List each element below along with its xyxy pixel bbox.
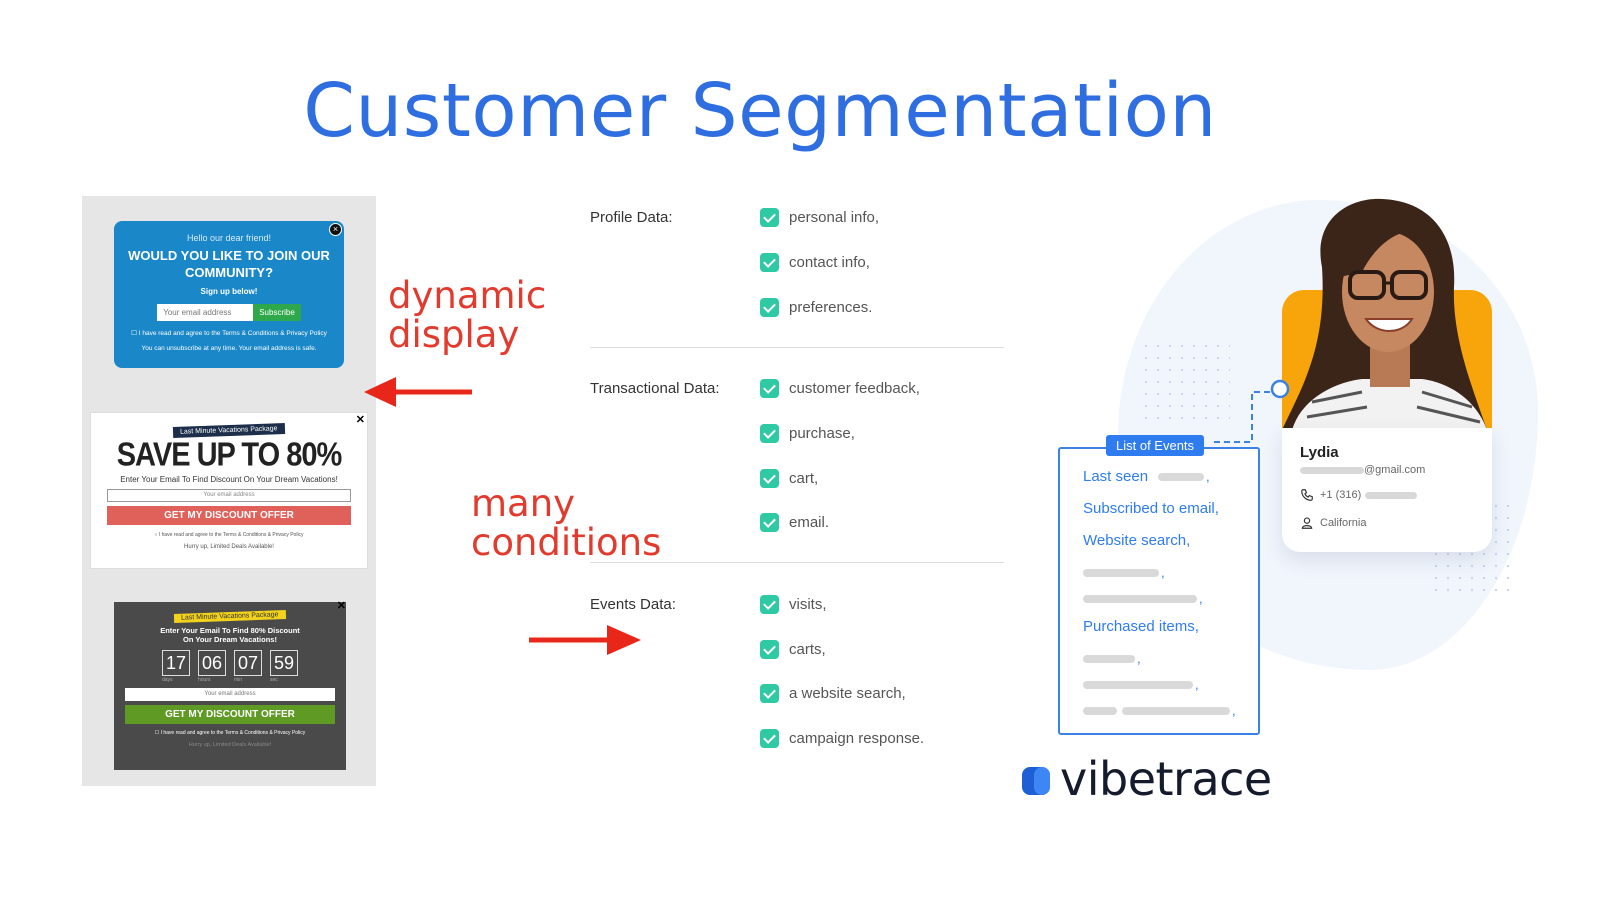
popup-subline: Enter Your Email To Find 80% Discount On… (160, 626, 300, 644)
check-item: purchase, (760, 424, 855, 443)
close-icon[interactable]: × (329, 223, 342, 236)
discount-button[interactable]: GET MY DISCOUNT OFFER (107, 506, 351, 525)
popup-examples-panel: × Hello our dear friend! WOULD YOU LIKE … (82, 196, 376, 786)
unsubscribe-note: You can unsubscribe at any time. Your em… (141, 345, 317, 352)
arrow-left-icon (364, 377, 472, 407)
check-icon (760, 208, 779, 227)
divider (590, 347, 1004, 348)
profile-location: California (1300, 516, 1366, 530)
check-item: contact info, (760, 253, 870, 272)
agree-checkbox-label[interactable]: ○ I have read and agree to the Terms & C… (154, 532, 304, 538)
check-item: customer feedback, (760, 379, 920, 398)
popup-headline: SAVE UP TO 80% (116, 436, 343, 474)
subscribe-button[interactable]: Subscribe (253, 304, 301, 321)
check-item: cart, (760, 469, 818, 488)
arrow-right-icon (529, 625, 641, 655)
timer-sec: 59 (270, 650, 298, 676)
email-field[interactable]: Your email address (157, 304, 254, 321)
profile-phone: +1 (316) (1300, 488, 1418, 502)
discount-button[interactable]: GET MY DISCOUNT OFFER (125, 705, 335, 724)
check-icon (760, 424, 779, 443)
close-icon[interactable]: ✕ (336, 600, 346, 612)
check-icon (760, 684, 779, 703)
timer-days: 17 (162, 650, 190, 676)
profile-email: @gmail.com (1300, 464, 1425, 476)
connector-line (1214, 379, 1290, 443)
popup-greeting: Hello our dear friend! (186, 233, 272, 243)
check-icon (760, 640, 779, 659)
section-label-transactional: Transactional Data: (590, 380, 720, 397)
check-item: email. (760, 513, 829, 532)
user-avatar-photo (1282, 198, 1487, 430)
event-placeholder: , (1083, 591, 1203, 606)
vibetrace-logo: vibetrace (1020, 752, 1272, 806)
profile-name: Lydia (1300, 444, 1339, 461)
dot-pattern (1140, 340, 1230, 420)
check-item: campaign response. (760, 729, 924, 748)
events-list-card: List of Events Last seen, Subscribed to … (1058, 435, 1260, 735)
popup-subline: Enter Your Email To Find Discount On You… (120, 475, 338, 484)
annotation-dynamic-display: dynamic display (388, 274, 547, 356)
event-item: Last seen, (1083, 468, 1210, 485)
check-item: a website search, (760, 684, 906, 703)
event-item: Subscribed to email, (1083, 500, 1219, 517)
event-placeholder: , (1083, 677, 1199, 692)
check-icon (760, 298, 779, 317)
popup-question: WOULD YOU LIKE TO JOIN OUR COMMUNITY? (128, 248, 330, 280)
popup-signup-text: Sign up below! (200, 287, 258, 296)
close-icon[interactable]: ✕ (355, 414, 365, 426)
check-icon (760, 595, 779, 614)
check-icon (760, 379, 779, 398)
check-icon (760, 469, 779, 488)
popup-countdown: ✕ Last Minute Vacations Package Enter Yo… (114, 600, 346, 770)
email-field[interactable]: Your email address (125, 688, 335, 701)
vibetrace-logo-icon (1022, 767, 1050, 795)
agree-checkbox-label[interactable]: ☐ I have read and agree to the Terms & C… (154, 730, 306, 736)
logo-wordmark: vibetrace (1060, 752, 1272, 806)
hurry-note: Hurry up, Limited Deals Available! (188, 742, 272, 748)
popup-save-80: ✕ Last Minute Vacations Package SAVE UP … (90, 412, 368, 569)
page-title: Customer Segmentation (303, 68, 1217, 154)
check-icon (760, 253, 779, 272)
section-label-profile: Profile Data: (590, 209, 673, 226)
event-placeholder: , (1083, 565, 1165, 580)
timer-hours: 06 (198, 650, 226, 676)
check-item: personal info, (760, 208, 879, 227)
check-item: visits, (760, 595, 827, 614)
hurry-note: Hurry up, Limited Deals Available! (184, 544, 274, 550)
check-item: preferences. (760, 298, 872, 317)
section-label-events: Events Data: (590, 596, 676, 613)
agree-checkbox-label[interactable]: ☐ I have read and agree to the Terms & C… (131, 330, 327, 337)
user-icon (1301, 517, 1313, 529)
annotation-many-conditions: many conditions (471, 482, 662, 564)
popup-community: × Hello our dear friend! WOULD YOU LIKE … (114, 221, 344, 368)
phone-icon (1301, 489, 1313, 501)
event-placeholder: , (1083, 703, 1236, 718)
timer-min: 07 (234, 650, 262, 676)
events-header: List of Events (1106, 435, 1205, 456)
event-placeholder: , (1083, 651, 1141, 666)
event-item: Website search, (1083, 532, 1191, 549)
email-field[interactable]: Your email address (107, 489, 351, 502)
popup-tag: Last Minute Vacations Package (174, 610, 286, 623)
check-icon (760, 729, 779, 748)
check-icon (760, 513, 779, 532)
divider (590, 562, 1004, 563)
check-item: carts, (760, 640, 826, 659)
profile-card: Lydia @gmail.com +1 (316) California (1282, 428, 1492, 552)
event-item: Purchased items, (1083, 618, 1199, 635)
